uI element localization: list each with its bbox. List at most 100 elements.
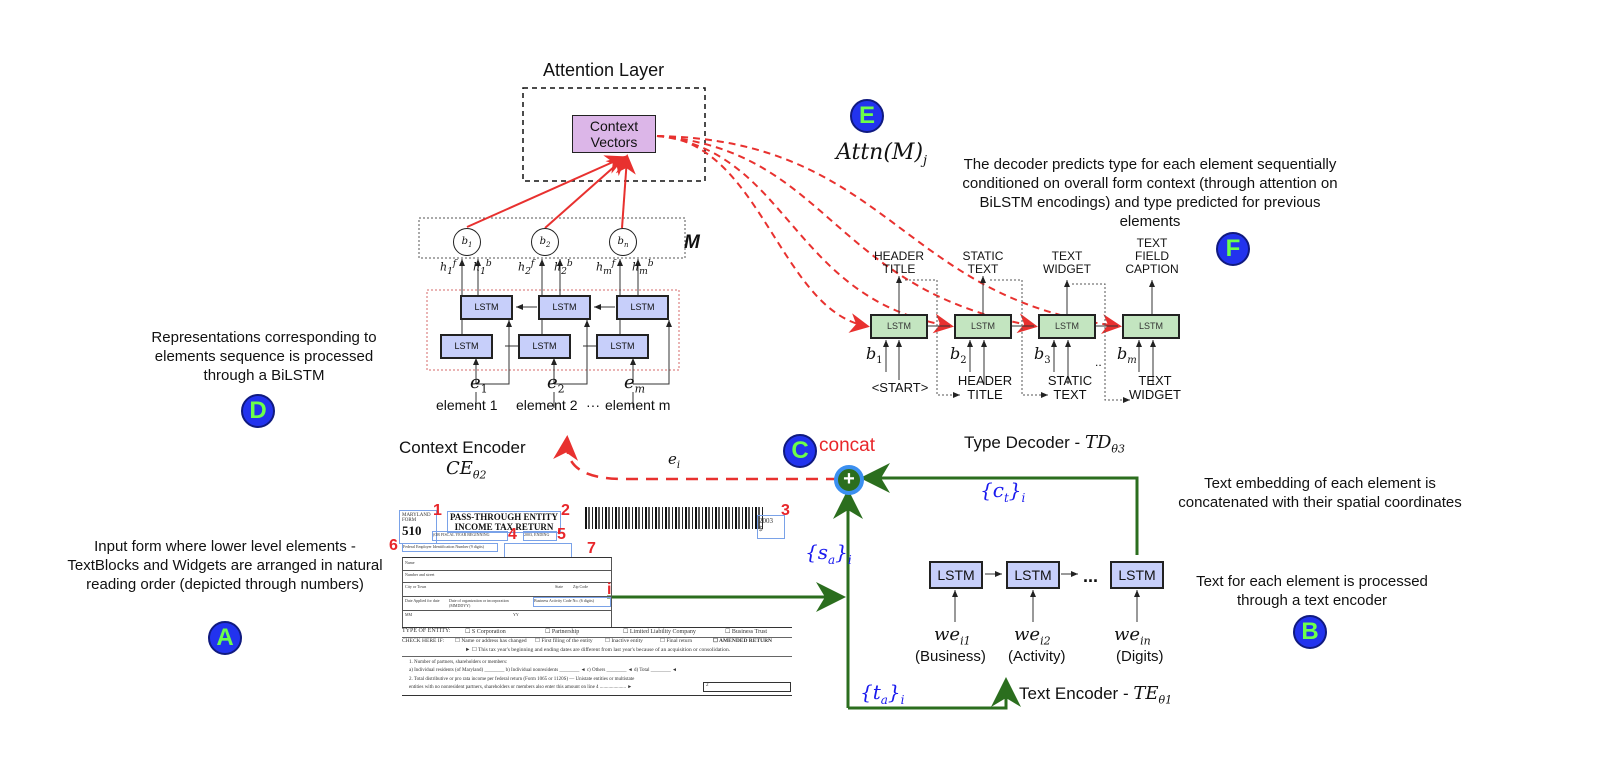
order-4: 4 xyxy=(508,526,517,543)
decoder-prev-1: <START> xyxy=(871,380,929,395)
dec-feedback-3 xyxy=(1072,283,1130,403)
attention-layer-title: Attention Layer xyxy=(543,60,665,80)
ta-text: {t xyxy=(860,680,881,704)
word-n-label: (Digits) xyxy=(1116,648,1164,665)
badge-b: B xyxy=(1293,615,1327,649)
entity-option-2-label: Partnership xyxy=(551,629,580,635)
te-param-sub: θ1 xyxy=(1158,693,1173,707)
ei-text: e xyxy=(668,450,677,468)
check-option-5-label: AMENDED RETURN xyxy=(719,638,773,644)
form-divider xyxy=(403,570,611,571)
dec-feedback-1 xyxy=(905,279,960,398)
badge-c: C xyxy=(783,434,817,468)
entity-option-1-label: S Corporation xyxy=(471,629,506,635)
attn-formula-sub: j xyxy=(923,153,928,169)
we2-sub: i2 xyxy=(1040,634,1051,648)
check-option-4[interactable]: ☐ Final return xyxy=(660,638,693,644)
entity-option-1[interactable]: ☐ S Corporation xyxy=(465,629,506,635)
m-box xyxy=(418,217,686,259)
h2b-label: h2b xyxy=(554,258,573,277)
form-title-2: INCOME TAX RETURN xyxy=(454,522,554,532)
context-encoder-title: Context Encoder xyxy=(399,438,526,457)
te-param: TE xyxy=(1133,683,1159,704)
decoder-input-b3: b3 xyxy=(1034,344,1051,367)
node-b2: b2 xyxy=(531,228,559,256)
tax-year-check[interactable]: ► ☐ This tax year's beginning and ending… xyxy=(465,647,731,653)
ct-i-sub: i xyxy=(1021,491,1026,505)
caption-f: The decoder predicts type for each eleme… xyxy=(962,156,1338,230)
form-divider xyxy=(402,637,792,638)
form-divider xyxy=(403,582,611,583)
ta-label: {ta}i xyxy=(860,680,905,707)
entity-option-4-label: Business Trust xyxy=(731,629,768,635)
type-decoder-title: Type Decoder - TDθ3 xyxy=(964,432,1125,455)
form-divider xyxy=(403,596,611,597)
lstm-backward-2: LSTM xyxy=(538,295,591,320)
order-i: i xyxy=(607,581,612,598)
concat-operator[interactable]: + xyxy=(834,465,864,495)
check-option-5[interactable]: ☐ AMENDED RETURN xyxy=(713,638,773,644)
sa-text: {s xyxy=(805,540,828,564)
text-lstm-2: LSTM xyxy=(1006,561,1060,589)
form-title-box: PASS-THROUGH ENTITY INCOME TAX RETURN xyxy=(447,511,561,533)
check-option-1[interactable]: ☐ Name or address has changed xyxy=(455,638,527,644)
hmb-label: hmb xyxy=(632,258,654,277)
badge-e: E xyxy=(850,99,884,133)
wen-sub: in xyxy=(1140,634,1151,648)
element-m-label: element m xyxy=(605,397,671,413)
attn-arrow-bn xyxy=(615,154,636,229)
form-line-2-box[interactable]: 2 xyxy=(703,682,791,692)
form-ending-box: 2003, ENDING xyxy=(523,531,557,541)
attn-curve-1 xyxy=(656,135,870,333)
form-number: 510 xyxy=(402,523,422,538)
decoder-lstm-2: LSTM xyxy=(954,314,1012,339)
entity-option-3-label: Limited Liability Company xyxy=(629,629,696,635)
wen-text: we xyxy=(1114,624,1141,645)
word-emb-1: wei1 xyxy=(934,624,971,648)
form-fein-box: Federal Employer Identification Number (… xyxy=(402,543,498,552)
text-lstm-1: LSTM xyxy=(929,561,983,589)
form-fein-input[interactable] xyxy=(504,543,572,558)
we1-text: we xyxy=(934,624,961,645)
form-date-applied: Date Applied for date xyxy=(405,598,440,603)
decoder-output-1: HEADER TITLE xyxy=(873,249,924,276)
form-check-here-label: CHECK HERE IF: xyxy=(402,638,445,644)
ct-label: {ct}i xyxy=(980,478,1026,505)
form-state-label: State xyxy=(555,584,563,589)
word-1-label: (Business) xyxy=(915,648,986,665)
decoder-input-bm: bm xyxy=(1117,344,1137,367)
decoder-output-2: STATIC TEXT xyxy=(962,249,1004,276)
attn-formula: Attn(M)j xyxy=(836,140,927,168)
h1f-label: h1f xyxy=(440,258,457,277)
form-divider xyxy=(403,610,611,611)
entity-option-4[interactable]: ☐ Business Trust xyxy=(725,629,768,635)
dec-feedback-2 xyxy=(990,279,1048,398)
decoder-lstm-1: LSTM xyxy=(870,314,928,339)
input-e2: e2 xyxy=(547,372,565,396)
check-option-2[interactable]: ☐ First filing of the entity xyxy=(535,638,593,644)
order-2: 2 xyxy=(561,502,570,519)
entity-option-2[interactable]: ☐ Partnership xyxy=(545,629,580,635)
lstm-forward-1: LSTM xyxy=(440,334,493,359)
form-title-1: PASS-THROUGH ENTITY xyxy=(449,512,559,522)
form-yy: YY xyxy=(513,612,519,617)
ei-label: ei xyxy=(668,450,680,471)
decoder-output-4: TEXT FIELD CAPTION xyxy=(1125,236,1179,276)
form-fiscal-box: (OR FISCAL YEAR BEGINNING xyxy=(432,531,508,541)
lstm-backward-3: LSTM xyxy=(616,295,669,320)
barcode xyxy=(585,507,763,529)
form-divider xyxy=(402,656,792,657)
form-year-box: 2003 $ xyxy=(757,515,785,539)
decoder-prev-3: STATIC TEXT xyxy=(1047,373,1093,402)
entity-option-3[interactable]: ☐ Limited Liability Company xyxy=(623,629,696,635)
badge-d: D xyxy=(241,394,275,428)
m-label: M xyxy=(684,232,700,253)
context-vectors-box: Context Vectors xyxy=(572,115,656,153)
ei-arrow xyxy=(553,435,838,481)
check-option-3[interactable]: ☐ Inactive entity xyxy=(605,638,643,644)
node-bn: bn xyxy=(609,228,637,256)
text-encoder-title: Text Encoder - TEθ1 xyxy=(1019,683,1172,706)
badge-f: F xyxy=(1216,232,1250,266)
decoder-output-3: TEXT WIDGET xyxy=(1043,249,1091,276)
sa-i-sub: i xyxy=(847,553,852,567)
